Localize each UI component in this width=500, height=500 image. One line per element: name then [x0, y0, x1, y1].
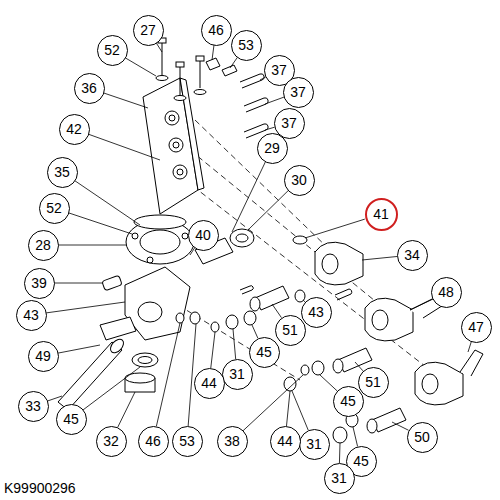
leader-line	[46, 302, 125, 313]
leader-line	[156, 43, 162, 52]
bolts	[156, 38, 237, 101]
callout-number: 33	[18, 391, 49, 422]
leader-line	[156, 323, 180, 426]
callout-number: 35	[47, 157, 78, 188]
leader-line	[353, 427, 358, 446]
o-rings-and-nuts	[176, 290, 358, 443]
leader-line	[252, 325, 258, 338]
leader-line	[118, 392, 135, 428]
leader-line	[265, 97, 284, 104]
assembly-axis	[170, 120, 430, 380]
leader-line	[68, 213, 132, 234]
leader-line	[58, 345, 100, 353]
callout-number: 31	[222, 359, 253, 390]
callout-number: 37	[283, 77, 314, 108]
leader-line	[233, 329, 236, 359]
u-clips	[240, 74, 352, 300]
fittings	[125, 229, 307, 392]
callout-number: 49	[28, 341, 59, 372]
leader-line	[292, 391, 308, 430]
leader-line	[232, 162, 266, 232]
manifold	[143, 78, 204, 214]
callout-number: 36	[74, 73, 105, 104]
leader-line	[286, 391, 290, 426]
leader-line	[88, 134, 160, 160]
leader-line	[103, 93, 148, 108]
leader-line	[211, 332, 215, 368]
leader-line	[265, 127, 275, 130]
callout-number: 41	[365, 198, 398, 231]
callout-number: 44	[270, 426, 301, 457]
callout-number: 45	[249, 337, 280, 368]
leader-line	[212, 45, 214, 60]
callout-number: 39	[24, 268, 55, 299]
part-number: K99900296	[4, 480, 76, 496]
callout-number: 32	[96, 426, 127, 457]
callout-number: 51	[275, 315, 306, 346]
hose	[58, 317, 136, 410]
callout-number: 27	[133, 15, 164, 46]
leader-line	[272, 304, 281, 318]
callout-number: 52	[39, 193, 70, 224]
leader-line	[54, 283, 103, 284]
leader-line	[410, 299, 433, 310]
callout-number: 52	[97, 35, 128, 66]
leader-line	[47, 396, 62, 401]
callout-number: 51	[358, 367, 389, 398]
valves	[315, 242, 483, 405]
callout-number: 53	[172, 426, 203, 457]
leader-line	[188, 324, 196, 426]
callout-number: 45	[333, 386, 364, 417]
leader-line	[230, 57, 237, 68]
callout-number: 48	[431, 277, 462, 308]
leader-line	[83, 367, 140, 410]
leader-line	[125, 58, 156, 76]
callout-number: 31	[324, 463, 355, 494]
callout-number: 46	[138, 426, 169, 457]
callout-number: 40	[188, 220, 219, 251]
callout-number: 47	[461, 312, 492, 343]
leader-line	[468, 341, 471, 352]
leader-line	[362, 256, 397, 260]
callout-number: 44	[194, 368, 225, 399]
leader-lines	[46, 43, 472, 463]
leader-line	[355, 362, 363, 371]
leader-line	[392, 422, 409, 430]
callout-number: 38	[217, 426, 248, 457]
leader-line	[320, 375, 337, 391]
callout-number: 31	[299, 429, 330, 460]
callout-number: 28	[28, 230, 59, 261]
leader-line	[305, 219, 365, 238]
leader-line	[243, 375, 303, 431]
callout-number: 43	[301, 297, 332, 328]
callout-number: 45	[56, 404, 87, 435]
callout-number: 42	[59, 114, 90, 145]
callout-number: 29	[257, 133, 288, 164]
callout-number: 30	[284, 165, 315, 196]
leader-line	[248, 191, 288, 230]
callout-number: 43	[16, 300, 47, 331]
callout-number: 53	[231, 30, 262, 61]
callout-number: 50	[407, 422, 438, 453]
leader-line	[58, 245, 126, 246]
leader-line	[339, 443, 341, 463]
leader-line	[190, 248, 195, 255]
callout-number: 46	[201, 15, 232, 46]
callout-number: 34	[397, 240, 428, 271]
